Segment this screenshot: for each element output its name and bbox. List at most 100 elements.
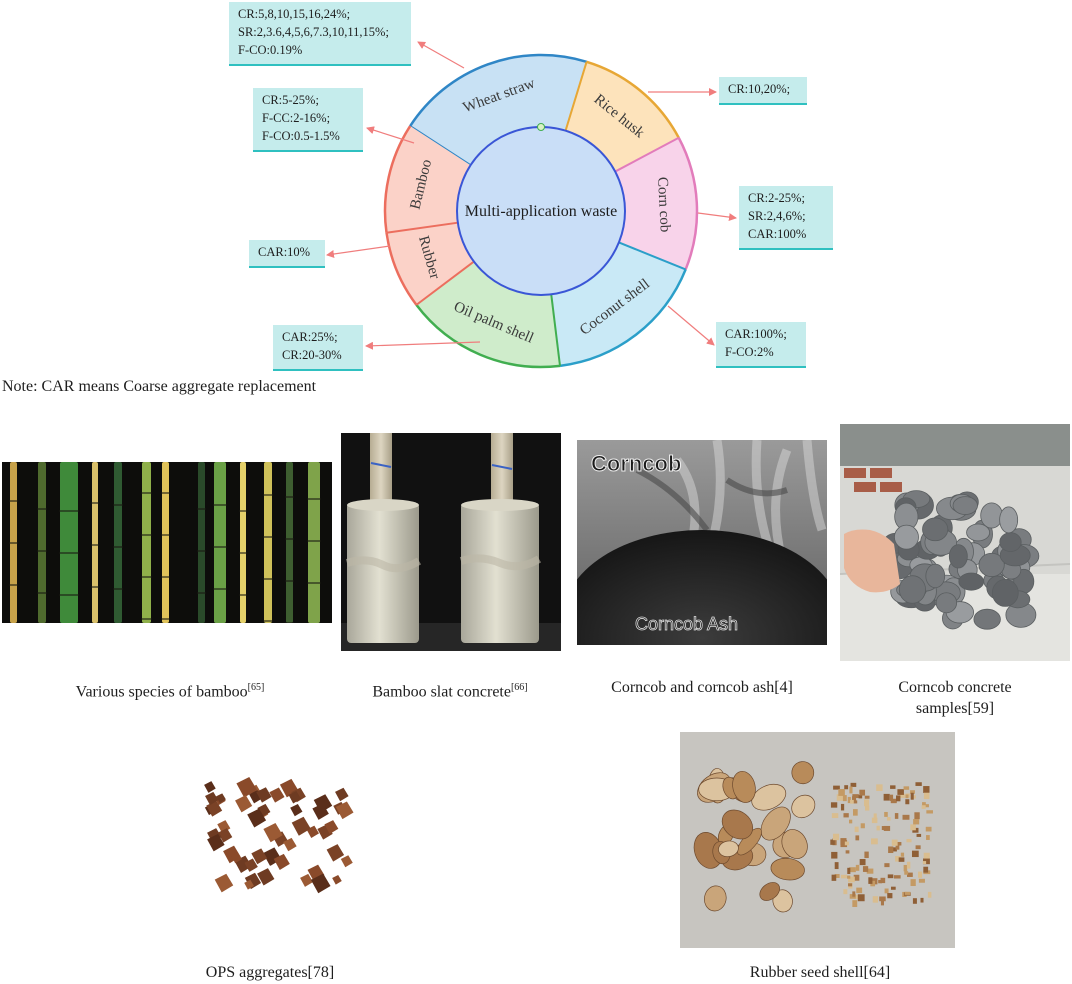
seed-shell-fragment [926, 835, 930, 840]
arrow-coconut-shell [667, 305, 715, 346]
corncob-photo-label: Corncob [591, 451, 681, 476]
seed-shell-fragment [905, 794, 909, 799]
bamboo-node [263, 578, 273, 580]
seed-shell-fragment [856, 887, 863, 894]
seed-shell-fragment [899, 793, 906, 798]
seed-shell-fragment [855, 835, 860, 841]
seed-shell-fragment [830, 802, 838, 808]
bamboo-node [263, 494, 273, 496]
seed-shell-fragment [876, 784, 883, 792]
seed-shell-fragment [923, 792, 930, 800]
segment-label-corn-cob: Corn cob [654, 176, 673, 232]
seed-shell-fragment [926, 810, 933, 814]
seed-shell-fragment [852, 794, 859, 799]
seed-shell-fragment [872, 896, 879, 903]
segment-divider [415, 260, 475, 306]
seed-shell-fragment [852, 809, 858, 816]
callout-rubber: CAR:10% [249, 240, 325, 268]
bamboo-node [91, 586, 99, 588]
bamboo-stalk [240, 462, 246, 623]
bamboo-node [197, 592, 206, 594]
photo-corncob-ash: Corncob Corncob Ash [577, 440, 827, 645]
seed-shell-fragment [907, 872, 913, 877]
seed-shell-fragment [910, 879, 916, 887]
seed-shell-fragment [905, 799, 910, 805]
seed-shell-fragment [910, 792, 914, 800]
ops-piece [256, 787, 272, 803]
seed-shell-fragment [831, 874, 837, 881]
bamboo-stalk [60, 462, 78, 623]
segment-divider [564, 61, 588, 131]
seed-shell-fragment [913, 819, 920, 825]
seed-shell-fragment [897, 789, 904, 795]
bamboo-node [37, 550, 47, 552]
seed-shell-fragment [893, 875, 901, 879]
seed-shell-fragment [876, 825, 880, 831]
bamboo-node [239, 594, 247, 596]
seed-shell-fragment [898, 857, 905, 862]
bamboo-node [59, 510, 79, 512]
seed-shell-fragment [904, 871, 909, 875]
concrete-lump [935, 592, 958, 614]
callout-arrows [326, 41, 737, 350]
seed-shell-fragment [852, 891, 856, 897]
caption-corncob-ash: Corncob and corncob ash[4] [611, 679, 793, 696]
seed-shell-fragment [911, 795, 916, 799]
segment-corn-cob [615, 137, 697, 270]
bamboo-node [213, 504, 227, 506]
bamboo-node [9, 584, 18, 586]
caption-bamboo-slat: Bamboo slat concrete[66] [372, 682, 528, 701]
seed-shell-half [704, 885, 727, 912]
bamboo-node [9, 542, 18, 544]
segment-border [385, 232, 418, 306]
seed-shell-fragment [912, 898, 917, 904]
callout-rice-husk: CR:10,20%; [719, 77, 807, 105]
seed-shell-fragment [840, 838, 847, 845]
segment-border [586, 60, 680, 139]
concrete-lump [973, 608, 1001, 630]
bamboo-node [239, 552, 247, 554]
bamboo-node [197, 550, 206, 552]
ops-piece [290, 803, 303, 817]
top-marker [537, 123, 545, 131]
seed-shell-fragment [859, 789, 866, 796]
seed-shell-fragment [900, 852, 905, 857]
seed-shell-fragment [880, 877, 886, 884]
seed-shell-half [791, 761, 815, 785]
ops-piece [207, 833, 225, 852]
seed-shell-fragment [915, 845, 921, 850]
seed-shell-fragment [918, 871, 923, 878]
seed-shell-fragment [914, 812, 920, 820]
seed-shell-half [732, 771, 756, 803]
bamboo-node [285, 496, 294, 498]
ops-piece [273, 853, 290, 870]
concrete-lump [894, 524, 919, 550]
seed-shell-fragment [891, 847, 897, 852]
bamboo-node [161, 618, 170, 620]
seed-shell-half [751, 783, 787, 811]
seed-shell-fragment [895, 855, 902, 862]
center-label: Multi-application waste [465, 203, 617, 220]
bamboo-stalk [198, 462, 205, 623]
seed-shell-fragment [883, 793, 890, 801]
caption-ops-aggregates: OPS aggregates[78] [205, 964, 335, 981]
seed-shell-fragment [920, 897, 924, 903]
concrete-lump [958, 572, 985, 591]
arrow-rubber [326, 245, 391, 258]
ops-piece [332, 874, 342, 885]
ops-piece [340, 855, 353, 868]
seed-shell-fragment [878, 879, 882, 884]
seed-shell-fragment [918, 878, 925, 883]
ops-piece [216, 793, 226, 804]
seed-shell-fragment [843, 889, 848, 895]
bamboo-node [263, 620, 273, 622]
seed-shell-fragment [848, 819, 853, 824]
bamboo-node [307, 540, 321, 542]
bamboo-node [263, 536, 273, 538]
bamboo-node [141, 618, 152, 620]
bamboo-stalk [92, 462, 98, 623]
ops-piece [217, 828, 233, 843]
ops-piece [326, 844, 345, 862]
